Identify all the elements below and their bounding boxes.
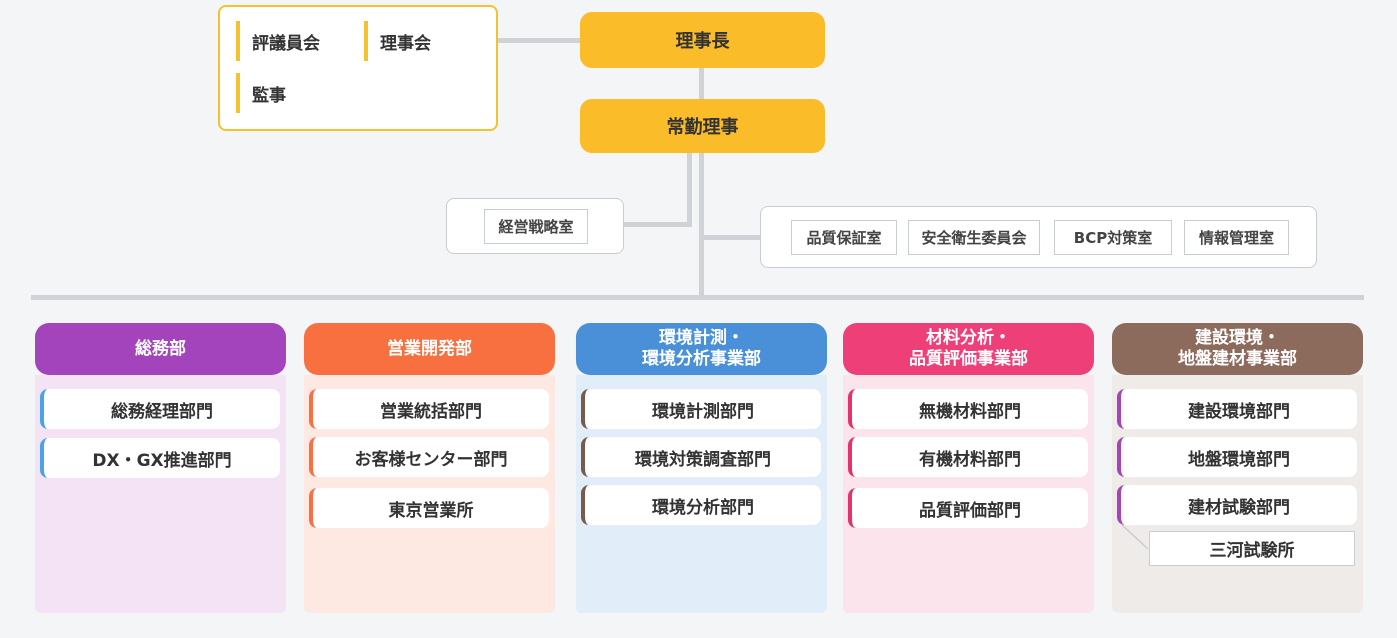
division-box: 総務経理部門	[40, 389, 280, 429]
department-name: 建設環境・地盤建材事業部	[1178, 328, 1297, 370]
gov-item-auditor: 監事	[236, 73, 286, 113]
connector-director-trunk	[699, 153, 704, 297]
division-box: お客様センター部門	[309, 437, 549, 477]
committee-bcp: BCP対策室	[1054, 220, 1172, 255]
division-box: DX・GX推進部門	[40, 438, 280, 478]
committee-quality-assurance: 品質保証室	[791, 220, 897, 255]
division-box: 環境分析部門	[581, 485, 821, 525]
division-box: 地盤環境部門	[1117, 437, 1357, 477]
connector-committees	[704, 235, 760, 240]
managing-director-box: 常勤理事	[580, 99, 825, 153]
division-box: 環境対策調査部門	[581, 437, 821, 477]
division-box: 建材試験部門	[1117, 485, 1357, 525]
strategy-office-panel: 経営戦略室	[446, 198, 624, 254]
sub-office-connector-line	[1121, 524, 1149, 550]
division-box: 無機材料部門	[848, 389, 1088, 429]
division-box: 東京営業所	[309, 488, 549, 528]
gov-item-councillors: 評議員会	[236, 21, 320, 61]
gov-item-board: 理事会	[364, 21, 431, 61]
division-box: 有機材料部門	[848, 437, 1088, 477]
department-name: 総務部	[135, 339, 186, 360]
governance-box: 評議員会 理事会 監事	[218, 5, 498, 131]
division-box: 品質評価部門	[848, 488, 1088, 528]
sub-office-connector	[1121, 524, 1149, 550]
department-name-line2: 品質評価事業部	[909, 349, 1028, 369]
division-box: 営業統括部門	[309, 389, 549, 429]
division-box: 建設環境部門	[1117, 389, 1357, 429]
department-name-line1: 環境計測・	[659, 328, 744, 348]
connector-gov-chairman	[498, 38, 580, 43]
department-name-line1: 営業開発部	[387, 338, 472, 359]
department-trunk-line	[31, 295, 1364, 300]
sub-office-box: 三河試験所	[1149, 531, 1355, 566]
chairman-box: 理事長	[580, 12, 825, 68]
department-name-line1: 建設環境・	[1195, 328, 1280, 348]
connector-strategy-vertical	[687, 153, 692, 227]
department-header: 環境計測・環境分析事業部	[576, 323, 827, 375]
department-name: 環境計測・環境分析事業部	[642, 328, 761, 370]
committee-info-management: 情報管理室	[1184, 220, 1289, 255]
department-header: 建設環境・地盤建材事業部	[1112, 323, 1363, 375]
committees-panel: 品質保証室 安全衛生委員会 BCP対策室 情報管理室	[760, 206, 1317, 268]
department-name-line2: 地盤建材事業部	[1178, 349, 1297, 369]
department-header: 総務部	[35, 323, 286, 375]
division-box: 環境計測部門	[581, 389, 821, 429]
connector-chairman-director	[699, 68, 704, 100]
connector-strategy-horizontal	[623, 222, 692, 227]
department-header: 材料分析・品質評価事業部	[843, 323, 1094, 375]
committee-safety-health: 安全衛生委員会	[908, 220, 1040, 255]
department-name-line1: 材料分析・	[926, 328, 1011, 348]
department-name-line1: 総務部	[135, 338, 186, 359]
department-name: 営業開発部	[387, 339, 472, 360]
department-header: 営業開発部	[304, 323, 555, 375]
department-name-line2: 環境分析事業部	[642, 349, 761, 369]
strategy-office: 経営戦略室	[484, 209, 588, 244]
department-name: 材料分析・品質評価事業部	[909, 328, 1028, 370]
